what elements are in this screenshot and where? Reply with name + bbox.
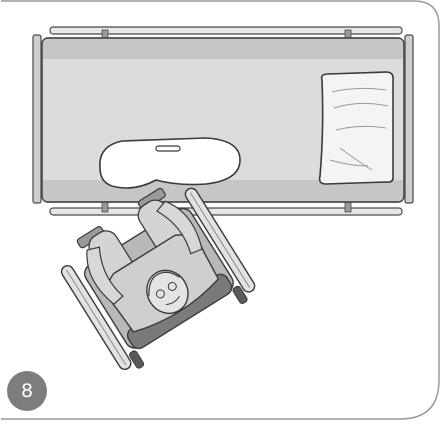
bed-bottom-rail xyxy=(49,201,403,216)
pillow xyxy=(318,71,394,185)
slide-board xyxy=(99,137,241,189)
patient-figure xyxy=(86,199,220,333)
wheelchair-left-wheel xyxy=(60,265,132,371)
bed-top-rail xyxy=(49,26,403,41)
wheelchair-with-patient xyxy=(60,187,256,371)
step-number-badge: 8 xyxy=(7,371,47,411)
bed-footboard xyxy=(32,34,42,204)
step-number: 8 xyxy=(20,380,34,402)
wheelchair-right-wheel xyxy=(184,187,256,293)
bed-headboard xyxy=(404,34,414,204)
patient-head xyxy=(146,269,189,315)
